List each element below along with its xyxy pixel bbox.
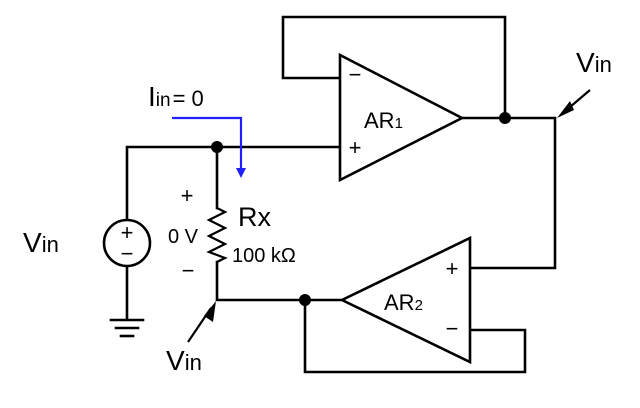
rx-value-label: 100 kΩ — [232, 245, 296, 267]
junction-dot-ar1-output — [499, 112, 511, 124]
current-arrow — [172, 116, 246, 178]
ar1-output-wire — [460, 116, 557, 270]
op-amp-ar1 — [338, 52, 465, 183]
ar1-input-wire — [125, 145, 344, 222]
vin-top-label: Vin — [576, 47, 612, 78]
rx-name-label: Rx — [238, 202, 271, 232]
ar2-label: AR2 — [384, 290, 423, 315]
vin-bottom-label: Vin — [166, 345, 202, 376]
rx-bottom-lead — [215, 260, 344, 302]
vin-bottom-pointer-head — [204, 301, 216, 322]
ar1-feedback-wire — [281, 15, 507, 120]
rx-minus-sign: − — [182, 258, 195, 283]
rx-voltage-label: 0 V — [168, 226, 199, 248]
ar2-feedback-wire — [303, 298, 527, 374]
vin-source-label: Vin — [23, 227, 59, 258]
resistor-icon — [206, 207, 228, 263]
op-amp-ar2 — [339, 235, 472, 365]
rx-plus-sign: + — [181, 183, 194, 208]
current-label: Iin= 0 — [148, 81, 204, 112]
ar2-inverting-sign: − — [446, 316, 459, 341]
ar1-inverting-sign: − — [349, 62, 362, 87]
ground-icon — [109, 318, 145, 338]
ar1-noninverting-sign: + — [349, 135, 362, 160]
source-minus-sign: − — [121, 241, 134, 266]
junction-dot-ar2-output — [299, 294, 311, 306]
source-plus-sign: + — [121, 220, 134, 245]
ar1-label: AR1 — [364, 108, 403, 133]
vin-top-pointer-head — [557, 101, 574, 118]
ar2-noninverting-sign: + — [446, 256, 459, 281]
junction-dot-ar1-input — [211, 141, 223, 153]
voltage-source-icon — [102, 218, 152, 268]
